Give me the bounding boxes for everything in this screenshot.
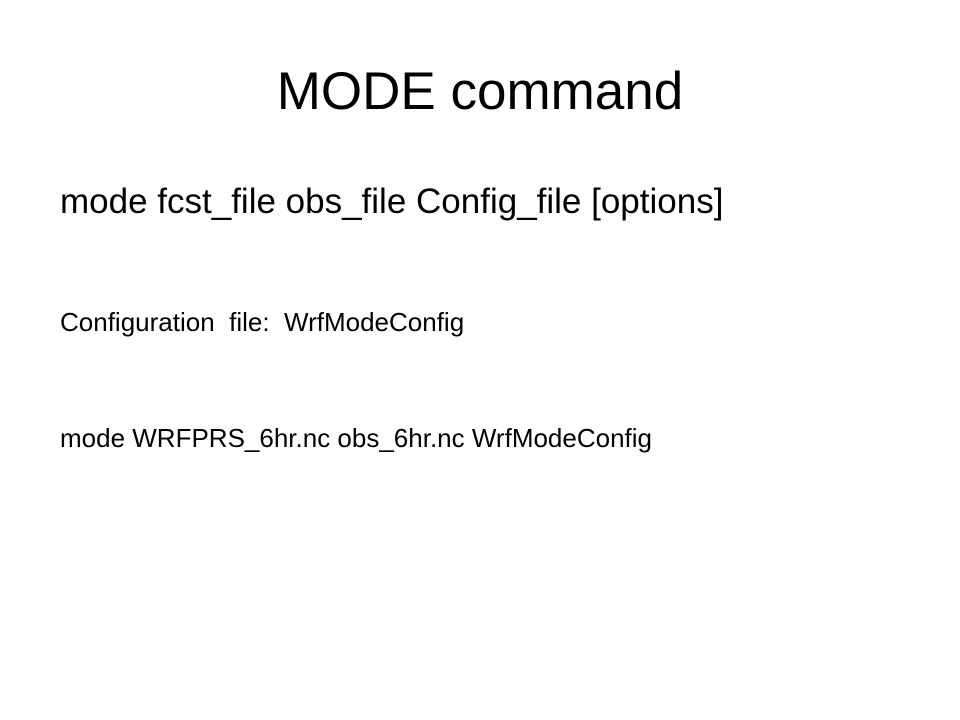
example-command-line: mode WRFPRS_6hr.nc obs_6hr.nc WrfModeCon… [60,423,653,453]
slide-title: MODE command [276,62,684,121]
configuration-file-line: Configuration file: WrfModeConfig [60,307,465,337]
command-syntax-line: mode fcst_file obs_file Config_file [opt… [60,182,724,221]
